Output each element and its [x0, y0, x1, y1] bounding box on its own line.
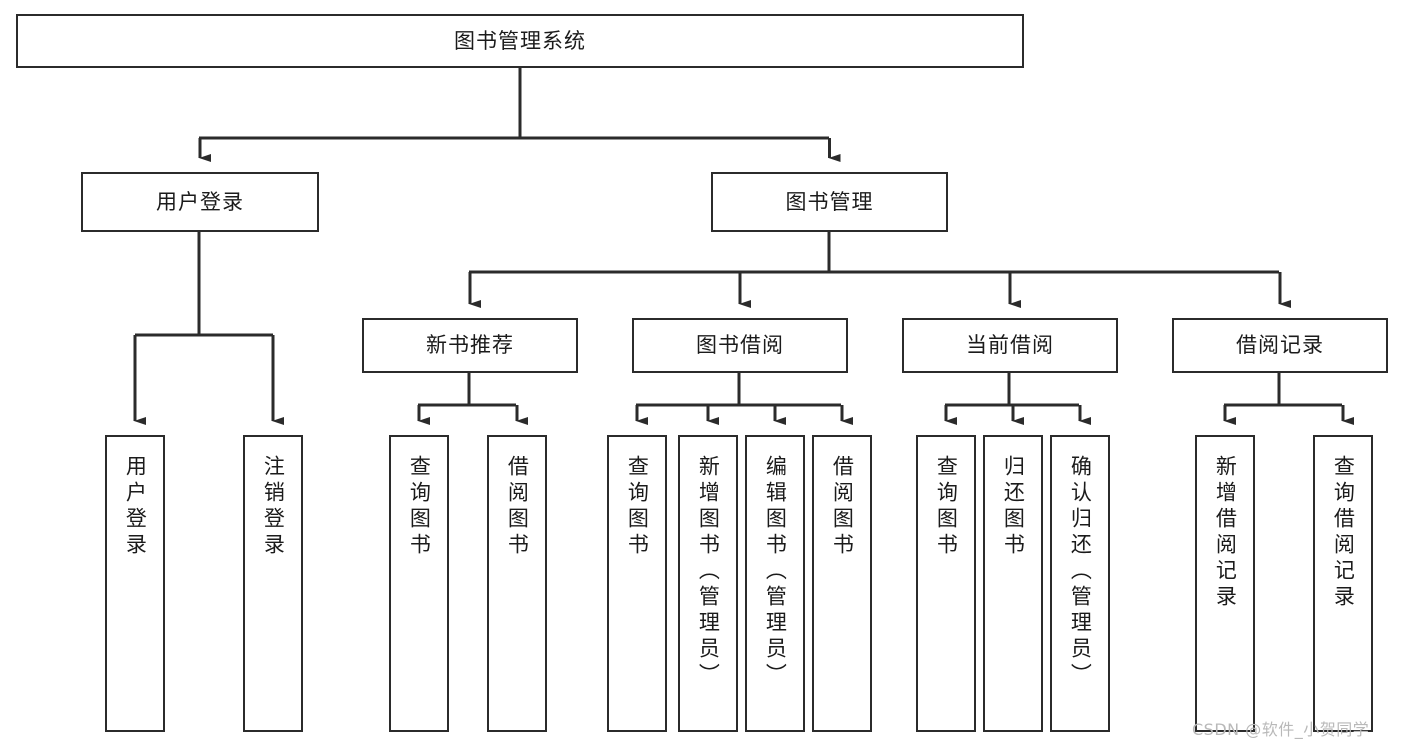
node-label: 确认归还（管理员）	[1068, 455, 1093, 689]
node-leaf-confirm-return-admin[interactable]: 确认归还（管理员）	[1050, 435, 1110, 732]
node-label: 归还图书	[1001, 455, 1026, 559]
node-new-book-rec[interactable]: 新书推荐	[362, 318, 578, 373]
node-leaf-logout[interactable]: 注销登录	[243, 435, 303, 732]
node-leaf-cur-query-book[interactable]: 查询图书	[916, 435, 976, 732]
node-label: 图书管理系统	[454, 28, 586, 53]
node-leaf-rec-borrow-book[interactable]: 借阅图书	[487, 435, 547, 732]
node-leaf-edit-book-admin[interactable]: 编辑图书（管理员）	[745, 435, 805, 732]
watermark-text: CSDN @软件_小贺同学	[1192, 720, 1370, 739]
node-label: 查询图书	[407, 455, 432, 559]
node-label: 新书推荐	[426, 333, 514, 358]
node-book-manage[interactable]: 图书管理	[711, 172, 948, 232]
node-leaf-add-record[interactable]: 新增借阅记录	[1195, 435, 1255, 732]
node-label: 图书借阅	[696, 333, 784, 358]
node-leaf-return-book[interactable]: 归还图书	[983, 435, 1043, 732]
node-book-borrow[interactable]: 图书借阅	[632, 318, 848, 373]
node-leaf-user-login[interactable]: 用户登录	[105, 435, 165, 732]
node-label: 借阅记录	[1236, 333, 1324, 358]
node-label: 当前借阅	[966, 333, 1054, 358]
node-leaf-query-record[interactable]: 查询借阅记录	[1313, 435, 1373, 732]
node-root-system[interactable]: 图书管理系统	[16, 14, 1024, 68]
node-label: 查询借阅记录	[1331, 455, 1356, 611]
node-leaf-add-book-admin[interactable]: 新增图书（管理员）	[678, 435, 738, 732]
node-label: 用户登录	[123, 455, 148, 559]
node-label: 用户登录	[156, 189, 244, 214]
node-label: 注销登录	[261, 455, 286, 559]
node-label: 借阅图书	[505, 455, 530, 559]
node-leaf-rec-query-book[interactable]: 查询图书	[389, 435, 449, 732]
node-user-login[interactable]: 用户登录	[81, 172, 319, 232]
node-leaf-borrow-query-book[interactable]: 查询图书	[607, 435, 667, 732]
node-label: 图书管理	[785, 189, 874, 214]
node-label: 新增借阅记录	[1213, 455, 1238, 611]
node-leaf-borrow-book[interactable]: 借阅图书	[812, 435, 872, 732]
node-label: 借阅图书	[830, 455, 855, 559]
node-label: 编辑图书（管理员）	[763, 455, 788, 689]
node-borrow-record[interactable]: 借阅记录	[1172, 318, 1388, 373]
node-label: 新增图书（管理员）	[696, 455, 721, 689]
node-label: 查询图书	[625, 455, 650, 559]
node-label: 查询图书	[934, 455, 959, 559]
node-current-borrow[interactable]: 当前借阅	[902, 318, 1118, 373]
